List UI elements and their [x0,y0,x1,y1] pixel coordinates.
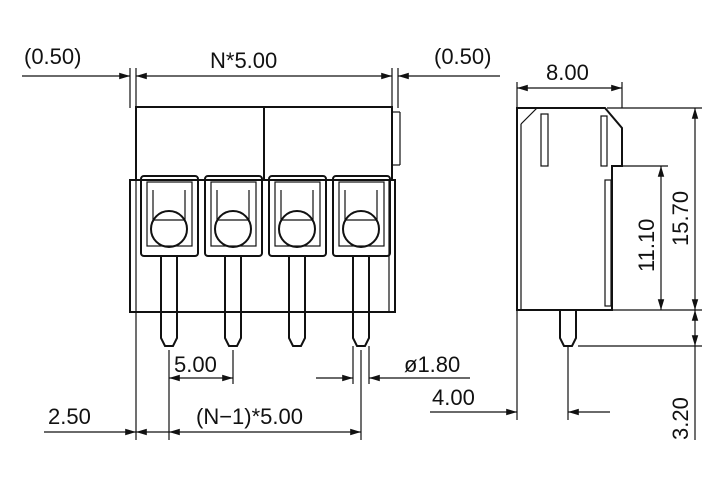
front-view [129,106,401,347]
dim-total-width: N*5.00 [210,48,277,73]
dim-height-total: 15.70 [668,191,693,246]
pin-2 [224,256,242,347]
pin-3 [288,256,306,347]
screw-head [278,210,316,248]
terminal-2 [204,175,263,257]
side-body [516,107,623,311]
dim-pin-diameter: ø1.80 [404,352,460,377]
dim-pin-pitch: 5.00 [174,352,217,377]
dim-pin-offset: 4.00 [432,385,475,410]
dim-edge-offset: 2.50 [48,404,91,429]
dimension-lines [22,68,702,440]
terminal-1 [140,175,199,257]
dim-pin-span: (N−1)*5.00 [196,404,303,429]
dim-height-body: 11.10 [634,219,659,272]
dim-side-width: 8.00 [546,60,589,85]
dimension-labels: (0.50) N*5.00 (0.50) 8.00 15.70 11.10 5.… [24,44,693,440]
pin-1 [160,256,178,347]
screw-head [342,210,380,248]
dim-left-clearance: (0.50) [24,44,81,69]
terminal-3 [268,175,327,257]
dim-pin-length: 3.20 [668,397,693,440]
side-pin [559,310,577,347]
screw-head [150,210,188,248]
dim-right-clearance: (0.50) [434,44,491,69]
screw-head [214,210,252,248]
terminal-4 [332,175,391,257]
pin-4 [352,256,370,347]
side-view [516,107,623,347]
